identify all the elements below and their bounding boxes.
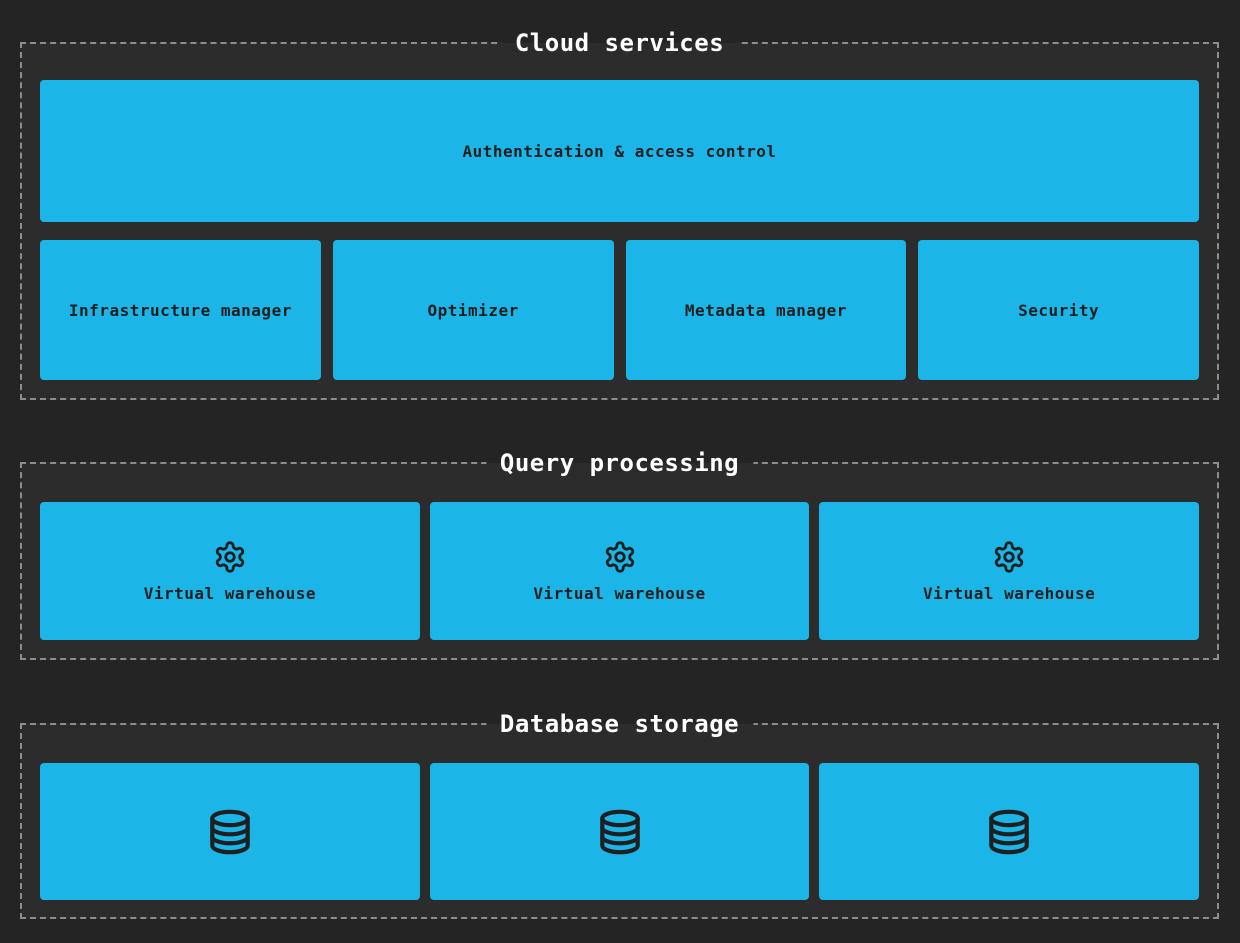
- query-processing-section: Query processing Virtual warehouse Virtu…: [20, 446, 1219, 660]
- virtual-warehouse-node: Virtual warehouse: [429, 502, 810, 640]
- infrastructure-manager-node: Infrastructure manager: [40, 240, 321, 380]
- security-label: Security: [1018, 300, 1100, 320]
- virtual-warehouse-label: Virtual warehouse: [143, 583, 316, 603]
- database-storage-title: Database storage: [485, 707, 754, 741]
- query-processing-title: Query processing: [485, 446, 754, 480]
- cloud-services-section: Cloud services Authentication & access c…: [20, 26, 1219, 400]
- optimizer-label: Optimizer: [427, 300, 519, 320]
- gear-icon: [213, 540, 247, 574]
- gear-icon: [603, 540, 637, 574]
- database-storage-section: Database storage: [20, 707, 1219, 919]
- database-node: [40, 763, 420, 900]
- virtual-warehouse-node: Virtual warehouse: [819, 502, 1200, 640]
- database-icon: [595, 806, 645, 858]
- authentication-access-control-label: Authentication & access control: [462, 141, 777, 161]
- security-node: Security: [918, 240, 1199, 380]
- optimizer-node: Optimizer: [332, 240, 614, 380]
- metadata-manager-node: Metadata manager: [625, 240, 907, 380]
- database-node: [819, 763, 1200, 900]
- database-node: [429, 763, 810, 900]
- virtual-warehouse-node: Virtual warehouse: [40, 502, 420, 640]
- authentication-access-control-node: Authentication & access control: [40, 80, 1199, 222]
- database-icon: [984, 806, 1034, 858]
- database-storage-row: [40, 763, 1200, 900]
- infrastructure-manager-label: Infrastructure manager: [68, 300, 292, 320]
- query-processing-row: Virtual warehouse Virtual warehouse Virt…: [40, 502, 1200, 640]
- cloud-services-row: Infrastructure manager Optimizer Metadat…: [40, 240, 1199, 380]
- cloud-services-title: Cloud services: [500, 26, 739, 60]
- database-icon: [205, 806, 255, 858]
- virtual-warehouse-label: Virtual warehouse: [923, 583, 1096, 603]
- metadata-manager-label: Metadata manager: [684, 300, 847, 320]
- gear-icon: [992, 540, 1026, 574]
- virtual-warehouse-label: Virtual warehouse: [533, 583, 706, 603]
